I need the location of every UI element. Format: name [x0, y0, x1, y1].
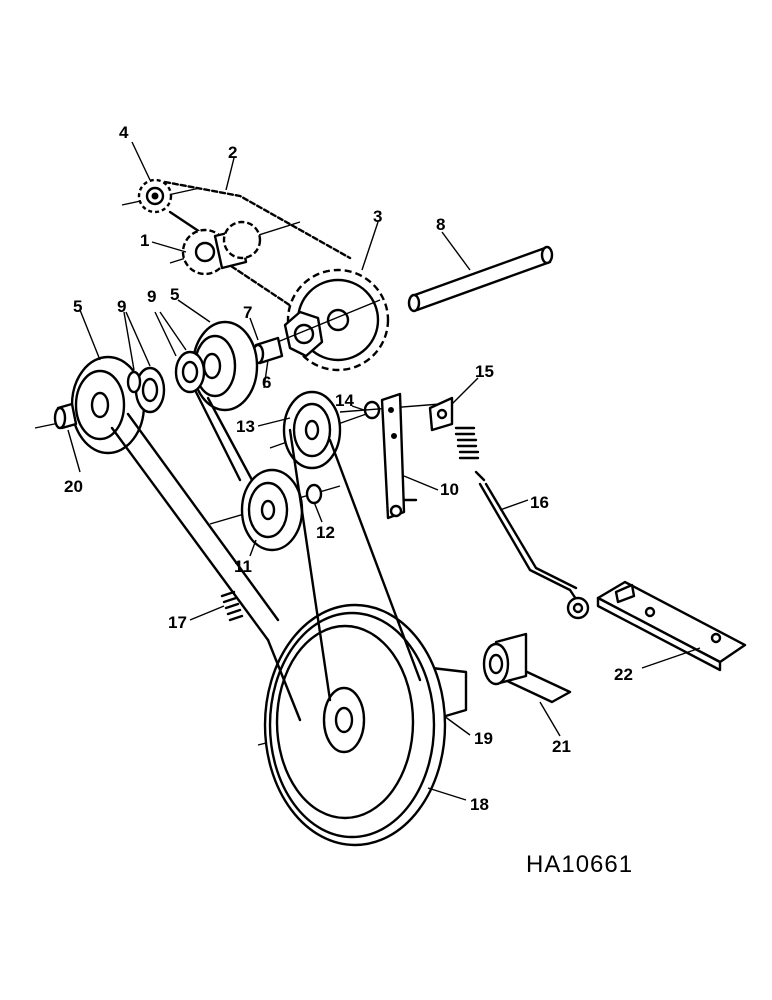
callout-11: 11 [234, 557, 252, 576]
callout-6: 6 [262, 373, 271, 392]
bracket-15 [428, 396, 454, 432]
idler-pulley-11 [209, 468, 341, 552]
callout-15: 15 [475, 362, 494, 381]
bushing-9-upper [174, 350, 206, 394]
adjusting-rod-16 [474, 470, 590, 620]
callout-9-right: 9 [147, 287, 156, 306]
pulley-half-5-upper [191, 320, 259, 412]
callout-9-left: 9 [117, 297, 126, 316]
plate-22 [596, 580, 747, 672]
callout-4: 4 [119, 123, 129, 142]
bushing-9-lower [126, 366, 166, 414]
callout-10: 10 [440, 480, 459, 499]
callout-7: 7 [243, 303, 252, 322]
callout-17: 17 [168, 613, 187, 632]
idler-pulley-13 [269, 390, 373, 470]
large-pulley-18 [257, 603, 447, 847]
roller-chain-2 [163, 180, 352, 314]
callout-5-left: 5 [73, 297, 82, 316]
bearing-21 [482, 632, 572, 704]
callout-19: 19 [474, 729, 493, 748]
callout-1: 1 [140, 231, 149, 250]
drawing-code: HA10661 [526, 851, 633, 878]
sprocket-4 [121, 178, 201, 214]
leader-lines [67, 141, 701, 801]
spring-15 [454, 426, 480, 460]
callout-12: 12 [316, 523, 335, 542]
callout-5-upper: 5 [170, 285, 179, 304]
callout-18: 18 [470, 795, 489, 814]
callout-8: 8 [436, 215, 445, 234]
callout-16: 16 [530, 493, 549, 512]
v-belts [110, 390, 422, 722]
callout-21: 21 [552, 737, 571, 756]
shaft-8 [407, 245, 554, 313]
sprocket-1 [169, 220, 301, 276]
callout-22: 22 [614, 665, 633, 684]
callout-13: 13 [236, 417, 255, 436]
spring-17 [220, 590, 244, 622]
callout-3: 3 [373, 207, 382, 226]
callout-2: 2 [228, 143, 237, 162]
callout-20: 20 [64, 477, 83, 496]
idler-arm-10 [339, 392, 441, 520]
bushing-20 [53, 402, 78, 430]
callout-14: 14 [335, 391, 354, 410]
spacer-12 [305, 483, 323, 505]
callout-labels: 4 2 1 3 8 5 9 9 5 7 6 14 15 13 10 16 20 … [64, 123, 633, 814]
sprocket-3 [257, 268, 390, 372]
